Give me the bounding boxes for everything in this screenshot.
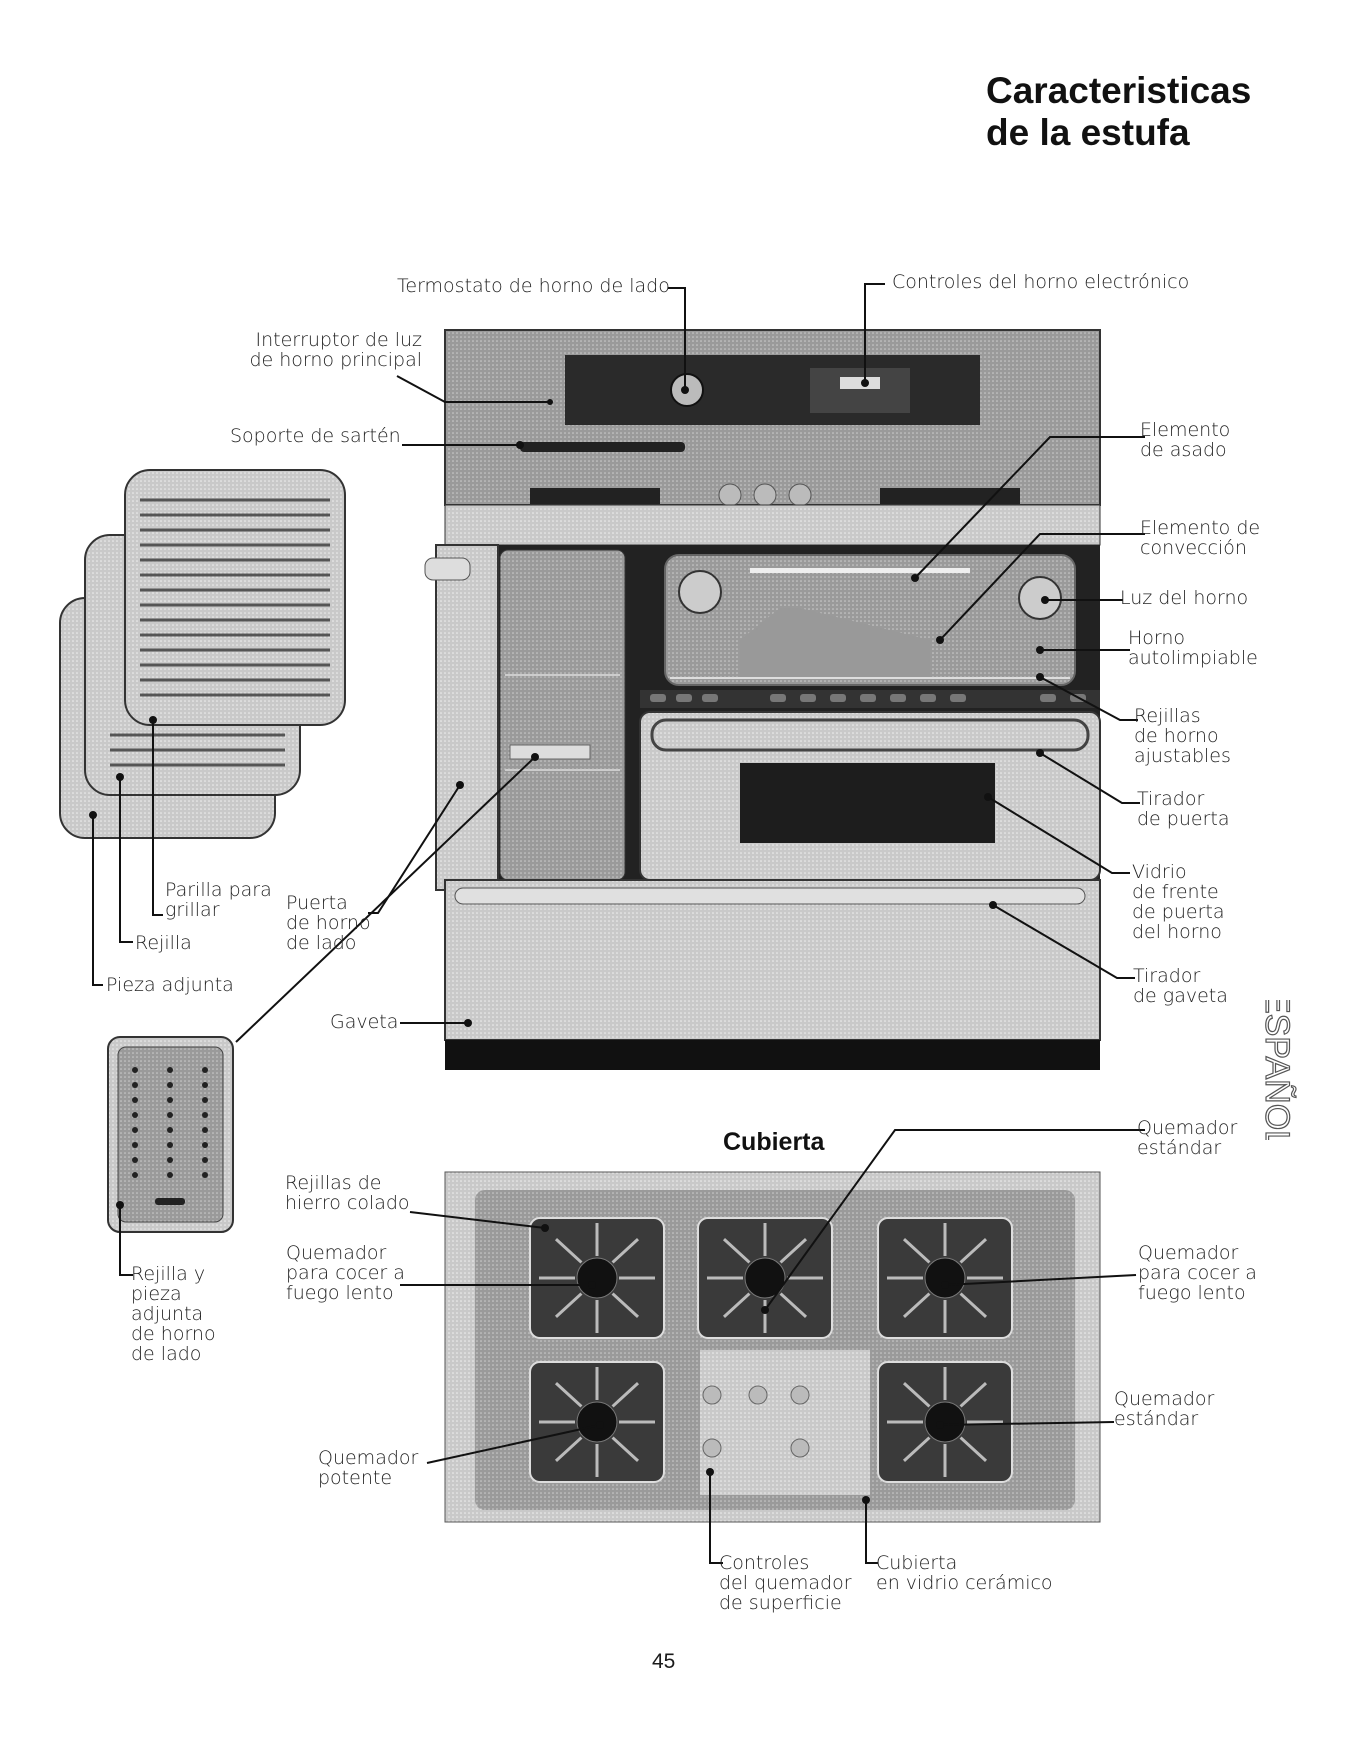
simmer-burner-right xyxy=(924,1257,966,1299)
label-power-burner: Quemador potente xyxy=(318,1447,419,1489)
label-surface-controls: Controles del quemador de superficie xyxy=(719,1552,852,1614)
surface-control-knob xyxy=(702,1385,722,1405)
power-burner-grate-spoke xyxy=(611,1436,640,1462)
simmer-burner-right-grate-spoke xyxy=(902,1292,931,1318)
power-burner-grate-spoke xyxy=(611,1382,640,1408)
surface-control-knob xyxy=(748,1385,768,1405)
label-convection-element: Elemento de convección xyxy=(1140,517,1261,559)
label-simmer-burner-left: Quemador para cocer a fuego lento xyxy=(286,1242,405,1304)
label-standard-burner-top: Quemador estándar xyxy=(1137,1117,1238,1159)
label-oven-controls: Controles del horno electrónico xyxy=(892,271,1190,293)
surface-control-knob xyxy=(702,1438,722,1458)
standard-burner-right-grate-spoke xyxy=(959,1436,988,1462)
label-drawer-handle: Tirador de gaveta xyxy=(1133,965,1228,1007)
label-drawer: Gaveta xyxy=(330,1011,399,1033)
simmer-burner-left xyxy=(576,1257,618,1299)
page-number: 45 xyxy=(652,1650,676,1673)
standard-burner-center-grate-spoke xyxy=(722,1292,751,1318)
label-door-handle: Tirador de puerta xyxy=(1137,788,1230,830)
broil-pan-stack xyxy=(59,469,346,839)
simmer-burner-right-grate-spoke xyxy=(959,1292,988,1318)
page-title: Caracteristicas de la estufa xyxy=(986,70,1251,154)
simmer-burner-left-grate-spoke xyxy=(554,1238,583,1264)
simmer-burner-left-grate-spoke xyxy=(611,1292,640,1318)
standard-burner-right-grate-spoke xyxy=(959,1382,988,1408)
label-oven-racks: Rejillas de horno ajustables xyxy=(1134,705,1231,767)
surface-control-knob xyxy=(790,1385,810,1405)
standard-burner-center-grate-spoke xyxy=(779,1292,808,1318)
title-line-1: Caracteristicas xyxy=(986,70,1252,111)
leader-lines xyxy=(92,283,1145,1564)
leader-dots xyxy=(89,379,1049,1504)
standard-burner-center xyxy=(744,1257,786,1299)
power-burner xyxy=(576,1401,618,1443)
cooktop-burners xyxy=(529,1217,1013,1483)
standard-burner-center-grate-spoke xyxy=(779,1238,808,1264)
power-burner-grate-spoke xyxy=(554,1382,583,1408)
label-side-oven-door: Puerta de horno de lado xyxy=(286,892,371,954)
cooktop-title: Cubierta xyxy=(723,1128,825,1156)
label-light-switch: Interruptor de luz de horno principal xyxy=(249,329,422,371)
label-side-rack-insert: Rejilla y pieza adjunta de horno de lado xyxy=(131,1263,216,1365)
side-rack-insert xyxy=(107,1036,234,1233)
label-standard-burner-right: Quemador estándar xyxy=(1114,1388,1215,1430)
label-oven-light: Luz del horno xyxy=(1120,587,1249,609)
standard-burner-right-grate-spoke xyxy=(902,1436,931,1462)
standard-burner-right-grate-spoke xyxy=(902,1382,931,1408)
title-line-2: de la estufa xyxy=(986,112,1190,153)
simmer-burner-right-grate-spoke xyxy=(959,1238,988,1264)
label-self-clean-oven: Horno autolimpiable xyxy=(1128,627,1258,669)
label-pan-support: Soporte de sartén xyxy=(230,425,401,447)
language-tab: ESPAÑOL xyxy=(1257,1000,1296,1140)
range-body xyxy=(424,329,1101,1070)
label-insert: Pieza adjunta xyxy=(106,974,234,996)
label-door-glass: Vidrio de frente de puerta del horno xyxy=(1132,861,1225,943)
surface-control-knob xyxy=(790,1438,810,1458)
label-broil-element: Elemento de asado xyxy=(1140,419,1231,461)
label-broil-grill: Parilla para grillar xyxy=(165,879,272,921)
label-thermostat: Termostato de horno de lado xyxy=(397,275,670,297)
language-tab-text: ESPAÑOL xyxy=(1258,1000,1296,1140)
simmer-burner-left-grate-spoke xyxy=(611,1238,640,1264)
standard-burner-right xyxy=(924,1401,966,1443)
label-rack: Rejilla xyxy=(135,932,192,954)
power-burner-grate-spoke xyxy=(554,1436,583,1462)
label-simmer-burner-right: Quemador para cocer a fuego lento xyxy=(1138,1242,1257,1304)
label-grates: Rejillas de hierro colado xyxy=(285,1172,410,1214)
standard-burner-center-grate-spoke xyxy=(722,1238,751,1264)
simmer-burner-left-grate-spoke xyxy=(554,1292,583,1318)
label-ceramic-glass-top: Cubierta en vidrio cerámico xyxy=(876,1552,1053,1594)
simmer-burner-right-grate-spoke xyxy=(902,1238,931,1264)
